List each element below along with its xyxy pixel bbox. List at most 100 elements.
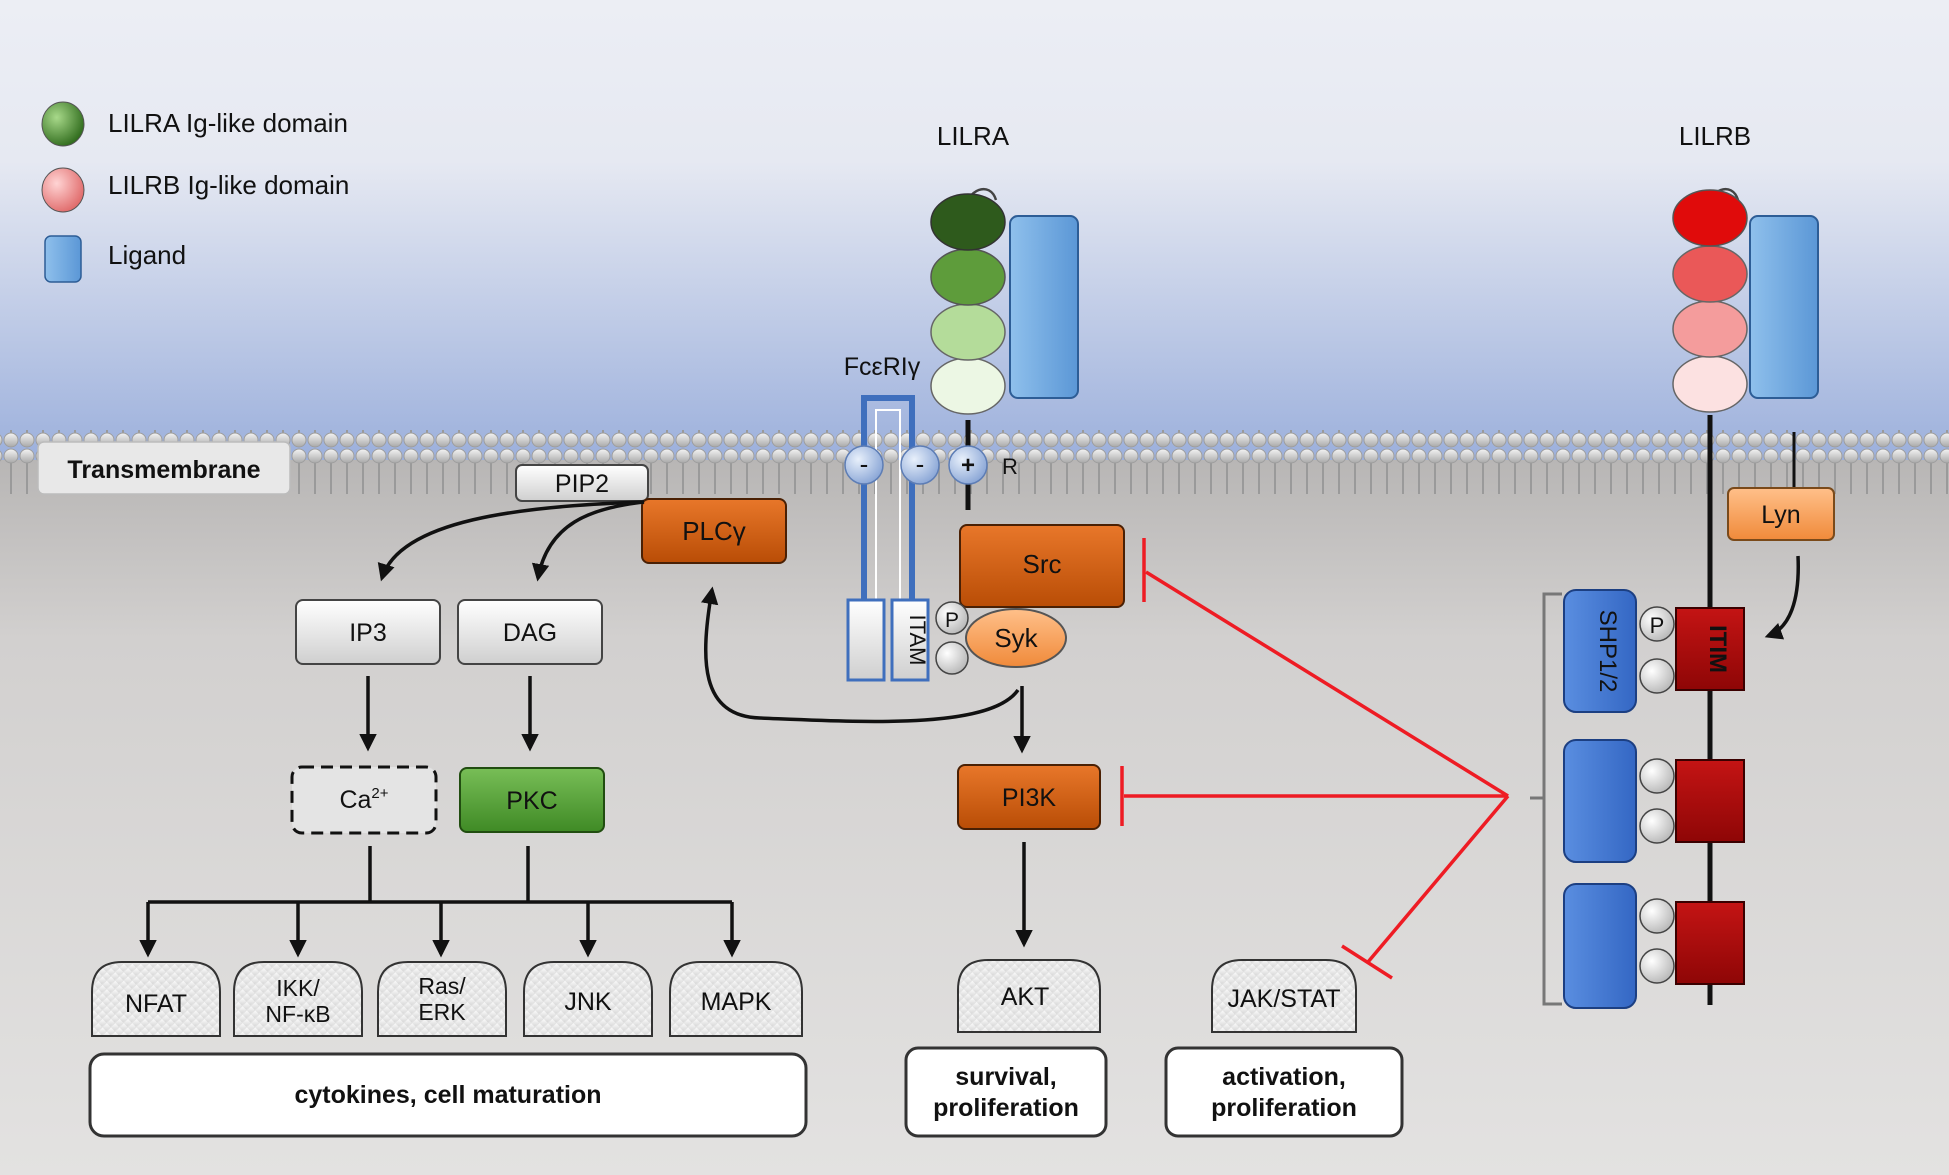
inhibition-lines [1120, 538, 1510, 980]
lilrb-domain-3 [1672, 300, 1748, 358]
itim-phospho-2b [1639, 808, 1675, 844]
svg-text:proliferation: proliferation [1211, 1094, 1357, 1122]
lilra-ligand [1009, 215, 1079, 399]
lyn-node: Lyn [1727, 487, 1835, 541]
shp-box-2 [1563, 739, 1637, 863]
svg-text:proliferation: proliferation [933, 1094, 1079, 1122]
lilrb-label: LILRB [1679, 121, 1751, 151]
jnk-target: JNK [523, 961, 653, 1037]
svg-text:PI3K: PI3K [1002, 784, 1057, 812]
syk-node: Syk [965, 608, 1067, 668]
svg-text:PKC: PKC [506, 787, 557, 815]
charge-minus-1: - [844, 445, 884, 485]
itam-phospho-2 [935, 641, 969, 675]
activation-outcome: activation, proliferation [1164, 1046, 1404, 1138]
legend: LILRA Ig-like domain LILRB Ig-like domai… [41, 101, 349, 283]
ikk-nfkb-target: IKK/ NF-κB [233, 961, 363, 1037]
svg-text:Ras/: Ras/ [418, 973, 466, 999]
lilrb-domain-4 [1672, 355, 1748, 413]
itim-group-1: ITIM P SHP1/2 [1563, 589, 1745, 713]
itim-label: ITIM [1704, 625, 1731, 673]
target-branching [139, 846, 741, 958]
svg-text:activation,: activation, [1222, 1063, 1346, 1091]
transmembrane-label: Transmembrane [37, 441, 291, 495]
itim-phospho-1a [1639, 606, 1675, 642]
itim-group-3 [1563, 883, 1745, 1009]
legend-lilrb-label: LILRB Ig-like domain [108, 170, 349, 200]
svg-text:Ca2+: Ca2+ [339, 785, 388, 814]
itim-phospho-3b [1639, 948, 1675, 984]
lyn-arrow [1764, 555, 1800, 640]
src-node: Src [959, 524, 1125, 608]
lilrb-receptor [1672, 188, 1819, 1005]
svg-text:JAK/STAT: JAK/STAT [1228, 985, 1341, 1013]
itim-box-3 [1675, 901, 1745, 985]
svg-text:cytokines, cell maturation: cytokines, cell maturation [294, 1081, 601, 1109]
shp-label: SHP1/2 [1594, 610, 1621, 693]
itim-group-2 [1563, 739, 1745, 863]
ras-erk-target: Ras/ ERK [377, 961, 507, 1037]
legend-lilra-label: LILRA Ig-like domain [108, 108, 348, 138]
svg-text:AKT: AKT [1001, 983, 1050, 1011]
dag-node: DAG [457, 599, 603, 665]
itam-box [890, 598, 930, 682]
lilra-domain-2 [930, 248, 1006, 306]
nfat-target: NFAT [91, 961, 221, 1037]
svg-text:MAPK: MAPK [701, 988, 772, 1016]
calcium-node: Ca2+ [290, 765, 438, 835]
itam-label: ITAM [905, 615, 930, 666]
legend-ligand-label: Ligand [108, 240, 186, 270]
lilra-domain-1 [930, 193, 1006, 251]
ip3-node: IP3 [295, 599, 441, 665]
lilra-domain-3 [930, 303, 1006, 361]
fceri-chain-box [846, 598, 886, 682]
charge-plus: + [948, 445, 988, 485]
lilrb-domain-swatch [41, 167, 85, 213]
svg-text:survival,: survival, [955, 1063, 1056, 1091]
itim-box-1 [1675, 607, 1745, 691]
itam-phospho-1 [935, 601, 969, 635]
lilra-domain-swatch [41, 101, 85, 147]
plcg-node: PLCγ [641, 498, 787, 564]
pkc-node: PKC [459, 767, 605, 833]
svg-text:ERK: ERK [418, 999, 466, 1025]
svg-text:JNK: JNK [564, 988, 612, 1016]
itim-phospho-2a [1639, 758, 1675, 794]
survival-outcome: survival, proliferation [904, 1046, 1108, 1138]
svg-text:Lyn: Lyn [1761, 501, 1800, 529]
itim-phospho-3a [1639, 898, 1675, 934]
svg-text:NFAT: NFAT [125, 990, 187, 1018]
itim-phospho-label: P [1650, 613, 1665, 638]
shp-box-1 [1563, 589, 1637, 713]
jakstat-target: JAK/STAT [1211, 959, 1357, 1033]
svg-text:PIP2: PIP2 [555, 470, 609, 498]
svg-text:PLCγ: PLCγ [682, 516, 746, 546]
pip2-to-ip3-arrow [377, 500, 645, 582]
itim-box-2 [1675, 759, 1745, 843]
mapk-target: MAPK [669, 961, 803, 1037]
charge-minus-2: - [900, 445, 940, 485]
svg-text:IKK/: IKK/ [276, 975, 320, 1001]
pip2-to-dag-arrow [531, 500, 645, 582]
syk-to-plcg-arrow [701, 586, 1020, 724]
pi3k-node: PI3K [957, 764, 1101, 830]
svg-text:NF-κB: NF-κB [265, 1001, 330, 1027]
shp-box-3 [1563, 883, 1637, 1009]
fceri-gamma-chain: ITAM [846, 395, 930, 682]
fceri-label: FcεRIγ [844, 353, 921, 381]
svg-text:Src: Src [1023, 549, 1062, 579]
arginine-residue-label: R [1002, 454, 1018, 479]
svg-text:+: + [961, 452, 975, 479]
svg-text:DAG: DAG [503, 619, 557, 647]
svg-text:Syk: Syk [994, 623, 1038, 653]
lilrb-domain-1 [1672, 189, 1748, 247]
pip2-node: PIP2 [515, 464, 649, 502]
svg-text:-: - [860, 449, 869, 479]
cytokines-outcome: cytokines, cell maturation [88, 1052, 808, 1138]
lilra-receptor [930, 188, 1079, 510]
lilrb-ligand [1749, 215, 1819, 399]
akt-target: AKT [957, 959, 1101, 1033]
lilrb-domain-2 [1672, 245, 1748, 303]
